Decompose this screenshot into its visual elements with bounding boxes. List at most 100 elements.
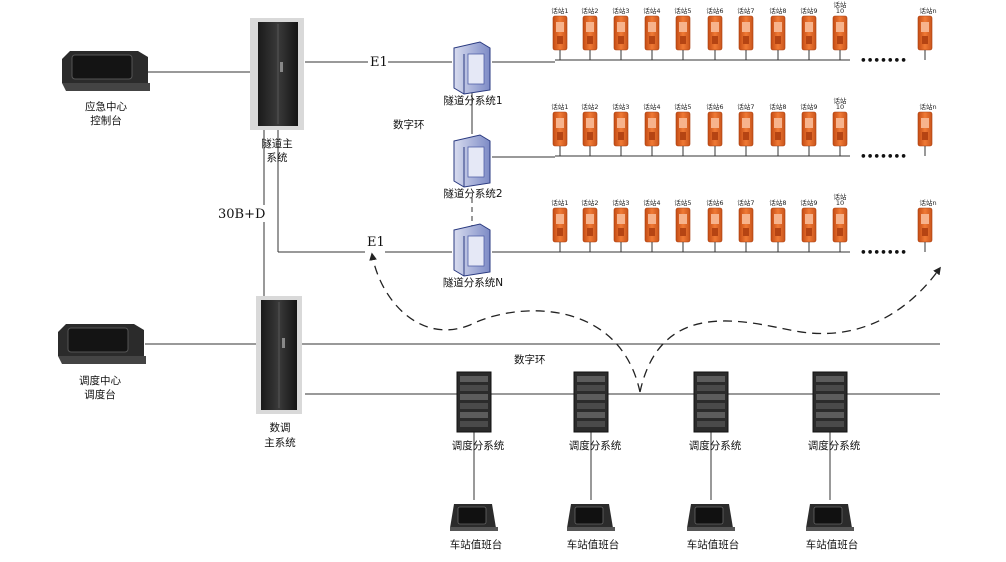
phone-label: 话站9 <box>800 198 817 207</box>
phone-label-last: 话站n <box>919 198 936 207</box>
station-console-label: 车站值班台 <box>567 538 620 551</box>
dispatch-subsystem-label: 调度分系统 <box>452 439 505 452</box>
station-console-icon <box>687 504 735 531</box>
phone-label: 话站1 <box>551 198 568 207</box>
phone-label-last: 话站n <box>919 6 936 15</box>
phone-label: 话站1 <box>551 6 568 15</box>
tunnel-subsystem-2-icon <box>453 134 491 188</box>
phone-label: 话站6 <box>706 198 723 207</box>
phone-label: 话站4 <box>643 198 660 207</box>
phone-label-num: 10 <box>836 103 844 111</box>
e1-top-label: E1 <box>370 55 388 70</box>
emergency-phone-icon: 话站4 <box>643 102 661 156</box>
emergency-phone-icon: 话站4 <box>643 198 661 252</box>
phone-label: 话站7 <box>737 102 754 111</box>
station-console-label: 车站值班台 <box>806 538 859 551</box>
phone-label-last: 话站n <box>919 102 936 111</box>
tunnel-subsystem-n-label: 隧道分系统N <box>443 276 503 289</box>
emergency-phone-icon: 话站6 <box>706 102 724 156</box>
dispatch-main-label-2: 主系统 <box>264 436 296 449</box>
dispatch-main-label-1: 数调 <box>270 421 291 434</box>
phone-label: 话站1 <box>551 102 568 111</box>
phone-label: 话站8 <box>769 198 786 207</box>
emergency-phone-icon: 话站8 <box>769 198 787 252</box>
dispatch-console <box>58 324 146 364</box>
emergency-phone-icon: 话站n <box>917 198 937 252</box>
dispatch-subsystem-icon <box>573 371 609 433</box>
emergency-phone-icon: 话站3 <box>612 198 630 252</box>
emergency-phone-icon: 话站6 <box>706 198 724 252</box>
emergency-phone-icon: 话站n <box>917 102 937 156</box>
e1-bottom-label: E1 <box>367 235 385 250</box>
tunnel-subsystem-1-label: 隧道分系统1 <box>443 94 502 107</box>
tunnel-subsystem-1-icon <box>453 41 491 95</box>
phone-label: 话站6 <box>706 6 723 15</box>
phone-label: 话站2 <box>581 6 598 15</box>
phone-label: 话站3 <box>612 6 629 15</box>
emergency-phone-icon: 话站5 <box>674 6 692 60</box>
dispatch-subsystem-label: 调度分系统 <box>689 439 742 452</box>
dispatch-subsystem-icon <box>693 371 729 433</box>
emergency-phone-icon: 话站3 <box>612 6 630 60</box>
phone-label: 话站2 <box>581 198 598 207</box>
phone-label: 话站4 <box>643 6 660 15</box>
emergency-phone-icon: 话站2 <box>581 6 599 60</box>
emergency-phone-icon: 话站6 <box>706 6 724 60</box>
emergency-phone-icon: 话站2 <box>581 198 599 252</box>
emergency-phone-icon: 话站7 <box>737 6 755 60</box>
tunnel-main-label-2: 系统 <box>267 151 288 164</box>
phone-label: 话站5 <box>674 102 691 111</box>
station-console-icon <box>567 504 615 531</box>
digital-ring-tunnel-label: 数字环 <box>393 118 425 131</box>
emergency-phone-icon: 话站5 <box>674 198 692 252</box>
phone-label-num: 10 <box>836 7 844 15</box>
phone-label: 话站7 <box>737 6 754 15</box>
tunnel-main-label-1: 隧道主 <box>261 137 293 150</box>
emergency-console-label-1: 应急中心 <box>85 100 127 113</box>
emergency-phone-icon: 话站9 <box>800 198 818 252</box>
phone-label: 话站8 <box>769 6 786 15</box>
dispatch-main-rack <box>256 296 302 414</box>
phone-label: 话站6 <box>706 102 723 111</box>
phone-label: 话站9 <box>800 6 817 15</box>
station-console-label: 车站值班台 <box>687 538 740 551</box>
emergency-phone-icon: 话站3 <box>612 102 630 156</box>
ellipsis-dots: ••••••• <box>860 55 907 67</box>
emergency-console-label-2: 控制台 <box>90 114 122 127</box>
phone-label: 话站8 <box>769 102 786 111</box>
emergency-phone-icon: 话站8 <box>769 6 787 60</box>
dispatch-subsystem-label: 调度分系统 <box>808 439 861 452</box>
dispatch-console-label-1: 调度中心 <box>79 374 121 387</box>
phone-label: 话站7 <box>737 198 754 207</box>
emergency-phone-icon: 话站1 <box>551 102 569 156</box>
emergency-phone-icon: 话站8 <box>769 102 787 156</box>
phone-label: 话站3 <box>612 102 629 111</box>
emergency-phone-icon: 话站2 <box>581 102 599 156</box>
dispatch-console-label-2: 调度台 <box>84 388 116 401</box>
emergency-phone-icon: 话站7 <box>737 198 755 252</box>
dispatch-subsystem-label: 调度分系统 <box>569 439 622 452</box>
tunnel-subsystem-2-label: 隧道分系统2 <box>443 187 502 200</box>
failover-curves <box>369 252 941 393</box>
phone-label: 话站4 <box>643 102 660 111</box>
phone-label: 话站2 <box>581 102 598 111</box>
emergency-phone-icon: 话站5 <box>674 102 692 156</box>
phone-label: 话站3 <box>612 198 629 207</box>
ellipsis-dots: ••••••• <box>860 151 907 163</box>
emergency-phone-icon: 话站9 <box>800 6 818 60</box>
emergency-phone-icon: 话站n <box>917 6 937 60</box>
emergency-console <box>62 51 150 91</box>
emergency-phone-icon: 话站7 <box>737 102 755 156</box>
station-console-icon <box>450 504 498 531</box>
phone-label: 话站5 <box>674 6 691 15</box>
phone-label: 话站 <box>834 96 848 105</box>
